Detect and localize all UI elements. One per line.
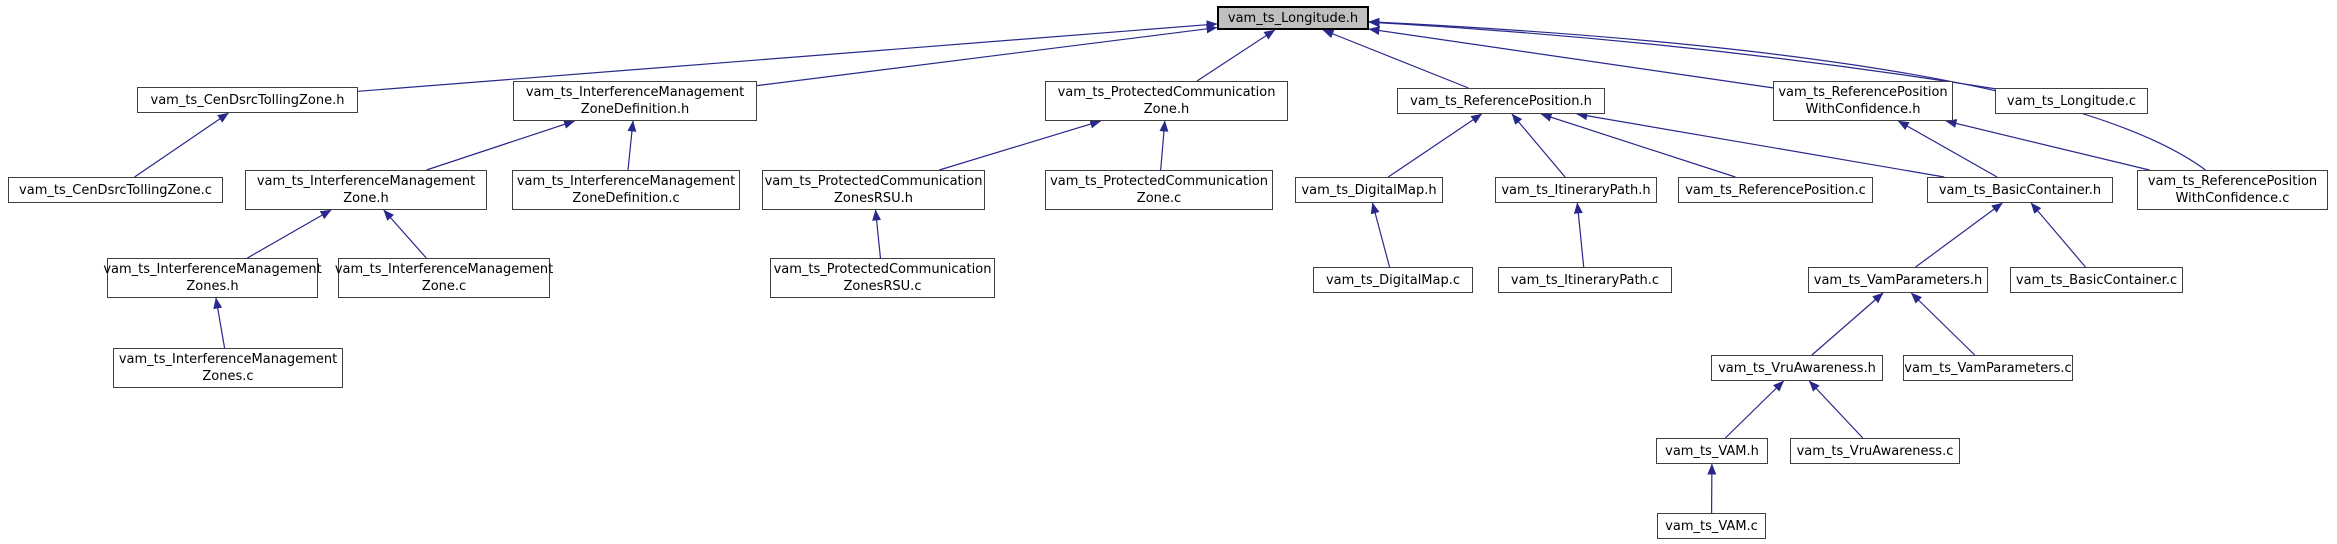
edge-protcommzone_h-to-longitude_h bbox=[1196, 29, 1276, 82]
edge-protcommzone_c-to-protcommzone_h bbox=[1159, 120, 1169, 171]
graph-node-refpos_c[interactable]: vam_ts_ReferencePosition.c bbox=[1678, 177, 1873, 203]
graph-node-cendsrc_c[interactable]: vam_ts_CenDsrcTollingZone.c bbox=[8, 177, 223, 203]
edge-cendsrc_c-to-cendsrc_h bbox=[134, 112, 229, 178]
edge-vamparameters_c-to-vamparameters_h bbox=[1910, 292, 1976, 356]
graph-node-digitalmap_c[interactable]: vam_ts_DigitalMap.c bbox=[1313, 267, 1473, 293]
edge-imzones_h-to-imzone_h bbox=[247, 209, 332, 259]
graph-node-itinerarypath_c[interactable]: vam_ts_ItineraryPath.c bbox=[1498, 267, 1672, 293]
edge-itinerarypath_h-to-refpos_h bbox=[1511, 113, 1566, 178]
graph-node-refposwc_c[interactable]: vam_ts_ReferencePosition WithConfidence.… bbox=[2137, 170, 2328, 210]
edge-basiccontainer_c-to-basiccontainer_h bbox=[2030, 202, 2086, 268]
edge-cendsrc_h-to-longitude_h bbox=[357, 20, 1218, 92]
edge-protcommzonesrsu_c-to-protcommzonesrsu_h bbox=[872, 209, 882, 259]
edge-longitude_c-to-longitude_h bbox=[1368, 18, 1996, 90]
graph-node-basiccontainer_c[interactable]: vam_ts_BasicContainer.c bbox=[2010, 267, 2183, 293]
graph-node-longitude_h: vam_ts_Longitude.h bbox=[1217, 6, 1369, 30]
graph-node-protcommzone_h[interactable]: vam_ts_ProtectedCommunication Zone.h bbox=[1045, 81, 1288, 121]
graph-node-refpos_h[interactable]: vam_ts_ReferencePosition.h bbox=[1397, 88, 1605, 114]
edge-imzdef_c-to-imzdef_h bbox=[627, 120, 637, 171]
graph-node-basiccontainer_h[interactable]: vam_ts_BasicContainer.h bbox=[1927, 177, 2113, 203]
graph-node-vamparameters_c[interactable]: vam_ts_VamParameters.c bbox=[1903, 355, 2073, 381]
graph-node-vruawareness_h[interactable]: vam_ts_VruAwareness.h bbox=[1711, 355, 1883, 381]
graph-node-vam_h[interactable]: vam_ts_VAM.h bbox=[1656, 438, 1768, 464]
edge-refposwc_h-to-longitude_h bbox=[1368, 26, 1774, 89]
graph-node-imzones_h[interactable]: vam_ts_InterferenceManagement Zones.h bbox=[103, 258, 322, 298]
edge-digitalmap_c-to-digitalmap_h bbox=[1370, 202, 1391, 268]
graph-node-refposwc_h[interactable]: vam_ts_ReferencePosition WithConfidence.… bbox=[1773, 81, 1953, 121]
edge-refpos_c-to-refpos_h bbox=[1540, 112, 1736, 178]
edge-vruawareness_c-to-vruawareness_h bbox=[1808, 380, 1864, 439]
edge-basiccontainer_h-to-refposwc_h bbox=[1897, 120, 1998, 178]
edge-itinerarypath_c-to-itinerarypath_h bbox=[1573, 202, 1585, 268]
graph-node-vam_c[interactable]: vam_ts_VAM.c bbox=[1657, 513, 1766, 539]
graph-node-vamparameters_h[interactable]: vam_ts_VamParameters.h bbox=[1808, 267, 1988, 293]
graph-node-protcommzonesrsu_h[interactable]: vam_ts_ProtectedCommunication ZonesRSU.h bbox=[762, 170, 985, 210]
edge-digitalmap_h-to-refpos_h bbox=[1387, 113, 1483, 178]
edge-refpos_h-to-longitude_h bbox=[1322, 29, 1469, 89]
graph-node-longitude_c[interactable]: vam_ts_Longitude.c bbox=[1995, 88, 2148, 114]
graph-node-imzone_c[interactable]: vam_ts_InterferenceManagement Zone.c bbox=[335, 258, 553, 298]
graph-node-imzone_h[interactable]: vam_ts_InterferenceManagement Zone.h bbox=[245, 170, 487, 210]
edge-vamparameters_h-to-basiccontainer_h bbox=[1915, 202, 2003, 268]
edge-vruawareness_h-to-vamparameters_h bbox=[1811, 292, 1884, 356]
edge-refposwc_c-to-refposwc_h bbox=[1945, 119, 2150, 171]
edge-imzone_c-to-imzone_h bbox=[383, 209, 427, 259]
graph-node-protcommzone_c[interactable]: vam_ts_ProtectedCommunication Zone.c bbox=[1045, 170, 1273, 210]
graph-node-imzones_c[interactable]: vam_ts_InterferenceManagement Zones.c bbox=[113, 348, 343, 388]
edge-imzone_h-to-imzdef_h bbox=[426, 120, 576, 171]
edge-refposwc_c-to-longitude_h bbox=[1368, 17, 2206, 171]
edge-protcommzonesrsu_h-to-protcommzone_h bbox=[939, 119, 1102, 171]
edge-vam_h-to-vruawareness_h bbox=[1724, 380, 1785, 439]
graph-node-protcommzonesrsu_c[interactable]: vam_ts_ProtectedCommunication ZonesRSU.c bbox=[770, 258, 995, 298]
graph-node-imzdef_c[interactable]: vam_ts_InterferenceManagement ZoneDefini… bbox=[512, 170, 740, 210]
graph-node-imzdef_h[interactable]: vam_ts_InterferenceManagement ZoneDefini… bbox=[513, 81, 757, 121]
edge-basiccontainer_h-to-refpos_h bbox=[1576, 111, 1945, 178]
graph-node-itinerarypath_h[interactable]: vam_ts_ItineraryPath.h bbox=[1495, 177, 1657, 203]
edge-imzones_c-to-imzones_h bbox=[213, 297, 226, 349]
graph-node-cendsrc_h[interactable]: vam_ts_CenDsrcTollingZone.h bbox=[137, 87, 358, 113]
graph-node-digitalmap_h[interactable]: vam_ts_DigitalMap.h bbox=[1295, 177, 1443, 203]
graph-node-vruawareness_c[interactable]: vam_ts_VruAwareness.c bbox=[1790, 438, 1960, 464]
edge-imzdef_h-to-longitude_h bbox=[756, 24, 1218, 87]
